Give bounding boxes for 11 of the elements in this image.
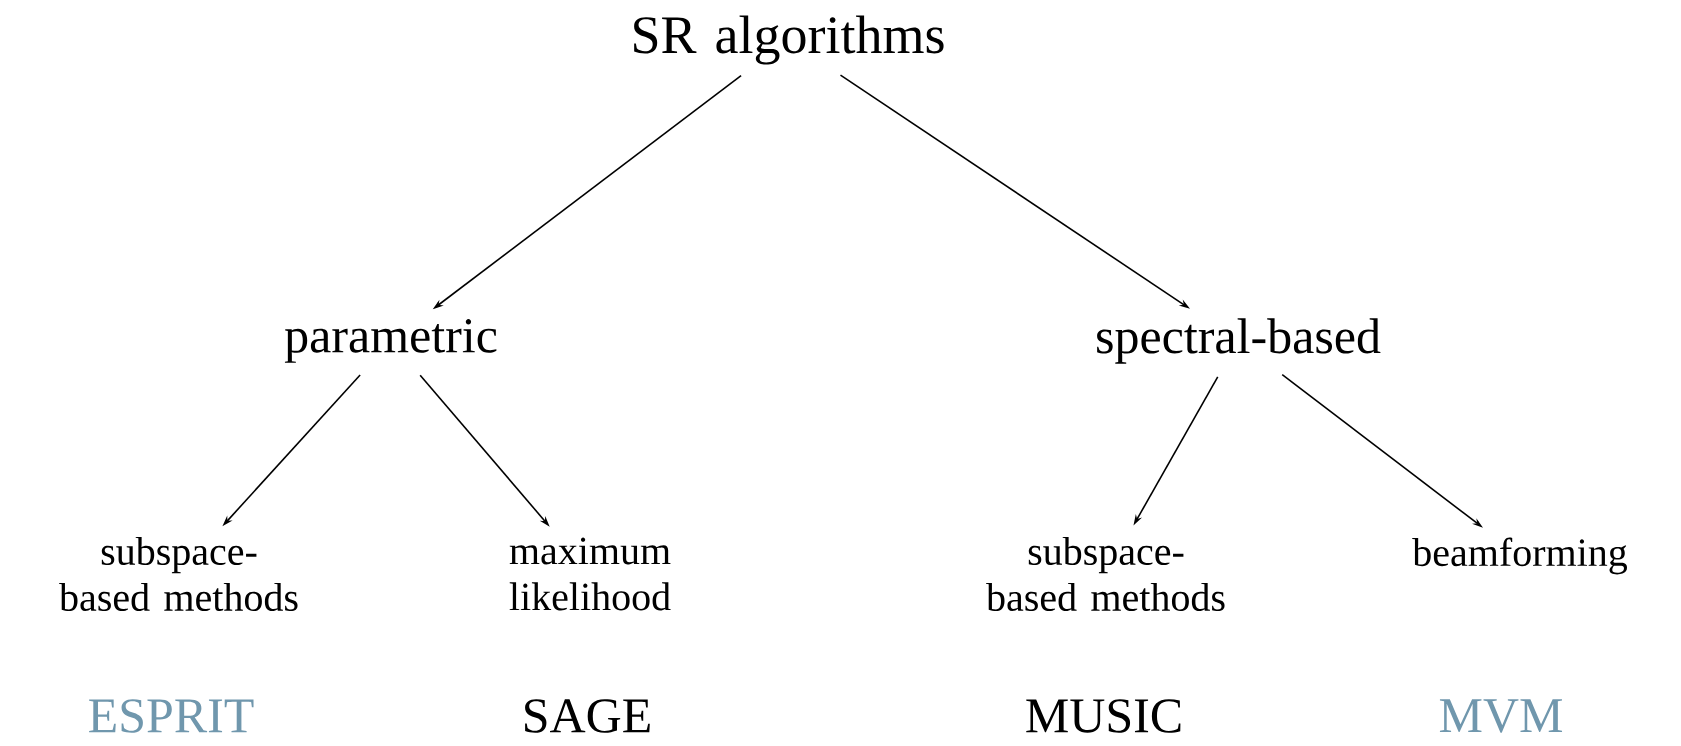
algorithm-name: MUSIC xyxy=(1026,699,1181,733)
category-text: spectral-based xyxy=(1097,318,1381,364)
category-text: subspace-based methods xyxy=(59,536,298,612)
category-text: beamforming xyxy=(1412,537,1627,575)
category-text: SR algorithms xyxy=(634,15,944,65)
algorithm-name: ESPRIT xyxy=(89,699,254,733)
category-text: parametric xyxy=(284,319,497,363)
algorithm-name: SAGE xyxy=(525,699,650,733)
category-text: maximum likelihood xyxy=(509,537,671,611)
algorithm-name: MVM xyxy=(1439,699,1563,733)
category-text: subspace-based methods xyxy=(986,536,1225,612)
